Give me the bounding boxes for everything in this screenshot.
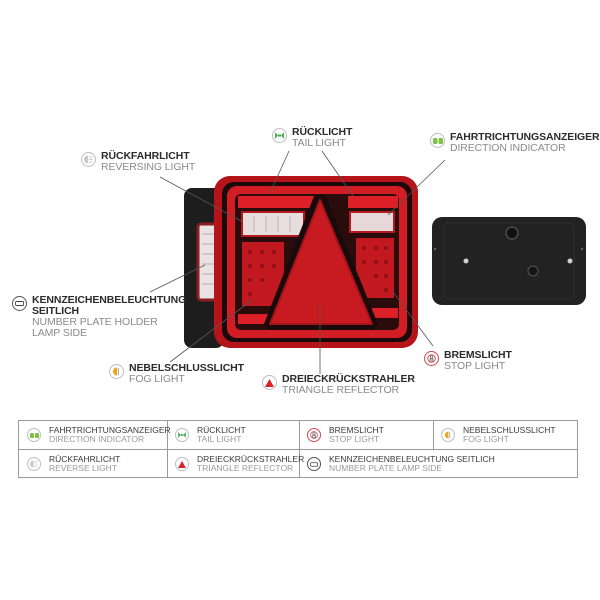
number-plate-lamp-icon bbox=[12, 296, 27, 311]
legend-item-tail-light: RÜCKLICHT TAIL LIGHT bbox=[167, 421, 299, 449]
tail-light-en: TAIL LIGHT bbox=[292, 137, 346, 149]
legend-col-divider bbox=[167, 421, 168, 478]
legend-de: RÜCKLICHT bbox=[197, 425, 246, 435]
direction-indicator-de: FAHRTRICHTUNGSANZEIGER bbox=[450, 131, 600, 143]
tail-light-de: RÜCKLICHT bbox=[292, 126, 353, 138]
legend-de: RÜCKFAHRLICHT bbox=[49, 454, 121, 464]
legend-item-triangle-reflector: DREIECKRÜCKSTRAHLER TRIANGLE REFLECTOR bbox=[167, 450, 304, 478]
number-plate-lamp-en-2: LAMP SIDE bbox=[32, 327, 87, 339]
legend-en: FOG LIGHT bbox=[463, 434, 509, 444]
reversing-light-en: REVERSING LIGHT bbox=[101, 161, 196, 173]
legend-col-divider bbox=[299, 421, 300, 478]
stop-light-en: STOP LIGHT bbox=[444, 360, 506, 372]
fog-light-en: FOG LIGHT bbox=[129, 373, 185, 385]
legend-row-1: FAHRTRICHTUNGSANZEIGER DIRECTION INDICAT… bbox=[19, 421, 577, 449]
callout-tail-light: RÜCKLICHT TAIL LIGHT bbox=[272, 127, 352, 149]
triangle-reflector-de: DREIECKRÜCKSTRAHLER bbox=[282, 373, 415, 385]
reversing-light-icon bbox=[81, 152, 96, 167]
triangle-reflector-icon bbox=[175, 457, 189, 471]
legend-de: NEBELSCHLUSSLICHT bbox=[463, 425, 556, 435]
fog-light-de: NEBELSCHLUSSLICHT bbox=[129, 362, 244, 374]
lamp-back-view-illustration bbox=[432, 217, 586, 305]
legend-en: DIRECTION INDICATOR bbox=[49, 434, 145, 444]
tail-light-icon bbox=[175, 428, 189, 442]
callout-number-plate-lamp: KENNZEICHENBELEUCHTUNG SEITLICH NUMBER P… bbox=[12, 295, 186, 339]
legend-en: REVERSE LIGHT bbox=[49, 463, 118, 473]
legend-row-divider bbox=[19, 449, 577, 450]
callout-direction-indicator: FAHRTRICHTUNGSANZEIGER DIRECTION INDICAT… bbox=[430, 131, 600, 154]
tail-lamp-illustration bbox=[184, 176, 418, 348]
legend-en: NUMBER PLATE LAMP SIDE bbox=[329, 463, 443, 473]
direction-indicator-icon bbox=[27, 428, 41, 442]
legend-item-number-plate-lamp: KENNZEICHENBELEUCHTUNG SEITLICH NUMBER P… bbox=[299, 450, 577, 478]
legend-col-divider bbox=[433, 421, 434, 449]
number-plate-lamp-en-1: NUMBER PLATE HOLDER bbox=[32, 316, 158, 328]
callout-fog-light: NEBELSCHLUSSLICHT FOG LIGHT bbox=[109, 363, 244, 385]
legend-item-fog-light: NEBELSCHLUSSLICHT FOG LIGHT bbox=[433, 421, 577, 449]
legend-de: BREMSLICHT bbox=[329, 425, 384, 435]
legend-item-stop-light: BREMSLICHT STOP LIGHT bbox=[299, 421, 433, 449]
stop-light-de: BREMSLICHT bbox=[444, 349, 512, 361]
triangle-reflector-en: TRIANGLE REFLECTOR bbox=[282, 384, 400, 396]
legend-en: TAIL LIGHT bbox=[197, 434, 242, 444]
triangle-reflector-icon bbox=[262, 375, 277, 390]
number-plate-lamp-de-2: SEITLICH bbox=[32, 305, 80, 317]
number-plate-lamp-de-1: KENNZEICHENBELEUCHTUNG bbox=[32, 294, 187, 306]
legend-table: FAHRTRICHTUNGSANZEIGER DIRECTION INDICAT… bbox=[18, 420, 578, 478]
legend-de: DREIECKRÜCKSTRAHLER bbox=[197, 454, 305, 464]
stop-light-icon bbox=[307, 428, 321, 442]
legend-row-2: RÜCKFAHRLICHT REVERSE LIGHT DREIECKRÜCKS… bbox=[19, 450, 577, 478]
stop-light-icon bbox=[424, 351, 439, 366]
direction-indicator-icon bbox=[430, 133, 445, 148]
reversing-light-icon bbox=[27, 457, 41, 471]
number-plate-lamp-icon bbox=[307, 457, 321, 471]
direction-indicator-en: DIRECTION INDICATOR bbox=[450, 142, 566, 154]
fog-light-icon bbox=[441, 428, 455, 442]
reversing-light-de: RÜCKFAHRLICHT bbox=[101, 150, 190, 162]
legend-de: FAHRTRICHTUNGSANZEIGER bbox=[49, 425, 171, 435]
tail-light-icon bbox=[272, 128, 287, 143]
callout-reversing-light: RÜCKFAHRLICHT REVERSING LIGHT bbox=[81, 151, 195, 173]
legend-de: KENNZEICHENBELEUCHTUNG SEITLICH bbox=[329, 454, 495, 464]
callout-triangle-reflector: DREIECKRÜCKSTRAHLER TRIANGLE REFLECTOR bbox=[262, 374, 415, 396]
legend-en: TRIANGLE REFLECTOR bbox=[197, 463, 294, 473]
legend-item-direction-indicator: FAHRTRICHTUNGSANZEIGER DIRECTION INDICAT… bbox=[19, 421, 171, 449]
legend-en: STOP LIGHT bbox=[329, 434, 380, 444]
legend-item-reverse-light: RÜCKFAHRLICHT REVERSE LIGHT bbox=[19, 450, 167, 478]
fog-light-icon bbox=[109, 364, 124, 379]
callout-stop-light: BREMSLICHT STOP LIGHT bbox=[424, 350, 512, 372]
